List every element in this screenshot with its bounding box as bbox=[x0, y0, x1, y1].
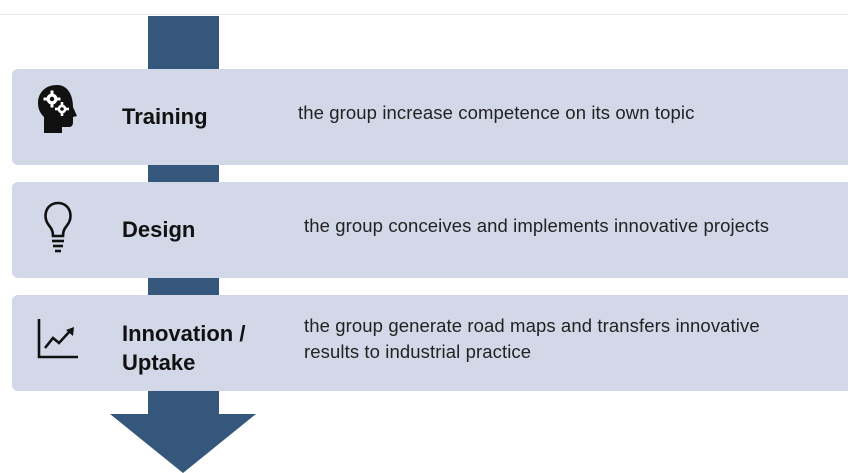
trend-chart-icon bbox=[32, 313, 84, 365]
top-divider bbox=[0, 14, 848, 15]
stage-training: Training the group increase competence o… bbox=[12, 69, 848, 165]
stage-description: the group conceives and implements innov… bbox=[304, 213, 769, 239]
stage-title: Design bbox=[122, 215, 195, 244]
stage-design: Design the group conceives and implement… bbox=[12, 182, 848, 278]
stage-description-line: the group generate road maps and transfe… bbox=[304, 315, 760, 336]
stage-title-line: Design bbox=[122, 217, 196, 242]
stage-title-line: Innovation / bbox=[122, 321, 246, 346]
stage-title-line: Uptake bbox=[122, 350, 196, 375]
stage-innovation-uptake: Innovation / Uptake the group generate r… bbox=[12, 295, 848, 391]
stage-title: Innovation / Uptake bbox=[122, 319, 245, 377]
stage-description: the group increase competence on its own… bbox=[298, 100, 694, 126]
stage-title: Training bbox=[122, 102, 208, 131]
stage-title-line: Training bbox=[122, 104, 208, 129]
head-gears-icon bbox=[32, 83, 84, 135]
stage-description: the group generate road maps and transfe… bbox=[304, 313, 760, 365]
lightbulb-icon bbox=[32, 201, 84, 254]
stage-description-line: the group increase competence on its own… bbox=[298, 102, 695, 123]
flow-arrow-head bbox=[110, 414, 256, 473]
stage-description-line: the group conceives and implements innov… bbox=[304, 215, 770, 236]
stage-description-line: results to industrial practice bbox=[304, 341, 532, 362]
